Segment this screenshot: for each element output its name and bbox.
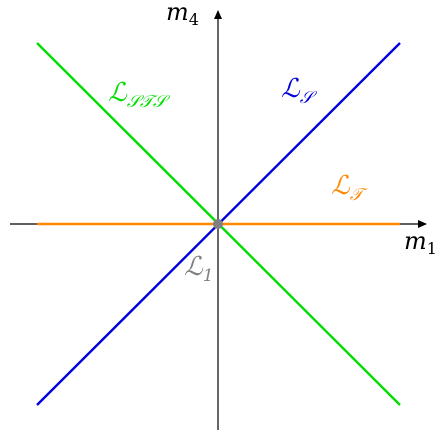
origin-point	[213, 219, 223, 229]
label-L-T: ℒ𝒯	[331, 171, 368, 205]
label-L-T-sub: 𝒯	[350, 185, 368, 205]
y-axis-label: m4	[166, 0, 199, 29]
label-L-T-main: ℒ	[331, 171, 351, 201]
y-axis-label-index: 4	[189, 10, 199, 29]
label-L-1-sub: 1	[203, 266, 214, 286]
label-L-S-sub: 𝒮	[300, 88, 318, 108]
label-L-S: ℒ𝒮	[281, 74, 318, 108]
label-L-1-main: ℒ	[184, 252, 204, 282]
label-L-STS-sub: 𝒮𝒯𝒮	[127, 92, 171, 112]
x-axis-label: m1	[404, 227, 437, 258]
x-axis-label-index: 1	[427, 239, 437, 258]
label-L-STS-main: ℒ	[108, 78, 128, 108]
x-axis-label-name: m	[404, 227, 427, 255]
label-L-S-main: ℒ	[281, 74, 301, 104]
label-L-STS: ℒ𝒮𝒯𝒮	[108, 78, 171, 112]
label-L-1: ℒ1	[184, 252, 214, 286]
y-axis-label-name: m	[166, 0, 189, 26]
